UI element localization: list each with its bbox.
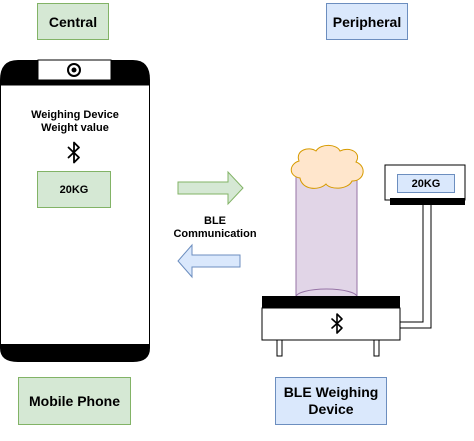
bluetooth-icon <box>331 313 343 334</box>
scale-display-cable-inner <box>400 205 432 329</box>
scale-display-value: 20KG <box>411 177 441 190</box>
scale-display-base <box>390 198 465 205</box>
mobile-phone-graphic <box>0 59 150 362</box>
peripheral-label: Peripheral <box>332 13 402 30</box>
phone-weight-value: 20KG <box>59 183 89 196</box>
peripheral-label-box: Peripheral <box>326 3 408 40</box>
scale-display-cable <box>400 205 424 323</box>
mobile-phone-label: Mobile Phone <box>29 393 120 409</box>
cloud-load-top <box>290 144 364 189</box>
phone-body <box>0 84 150 348</box>
scale-leg-left <box>276 339 283 357</box>
scale-body <box>261 307 401 341</box>
camera-icon <box>67 63 81 77</box>
bluetooth-icon <box>67 141 80 164</box>
arrow-to-peripheral <box>177 170 244 206</box>
ble-device-label-line1: BLE Weighing <box>283 384 379 400</box>
ble-device-label-line2: Device <box>308 401 354 417</box>
scale-leg-right <box>373 339 380 357</box>
comm-label-line2: Communication <box>173 228 257 240</box>
arrow-to-central <box>177 243 241 279</box>
load-cylinder <box>295 162 358 306</box>
ble-device-label-box: BLE Weighing Device <box>275 377 387 425</box>
phone-label-line1: Weighing Device <box>31 109 119 121</box>
comm-label-line1: BLE <box>204 215 226 227</box>
mobile-phone-label-box: Mobile Phone <box>18 377 131 425</box>
scale-display-value-box: 20KG <box>397 174 455 193</box>
phone-label-line2: Weight value <box>41 122 109 134</box>
central-label-box: Central <box>37 3 109 40</box>
phone-weight-value-box: 20KG <box>37 171 111 208</box>
scale-platform-top <box>262 296 400 308</box>
central-label: Central <box>48 13 98 30</box>
phone-bottom-bar <box>0 344 150 362</box>
